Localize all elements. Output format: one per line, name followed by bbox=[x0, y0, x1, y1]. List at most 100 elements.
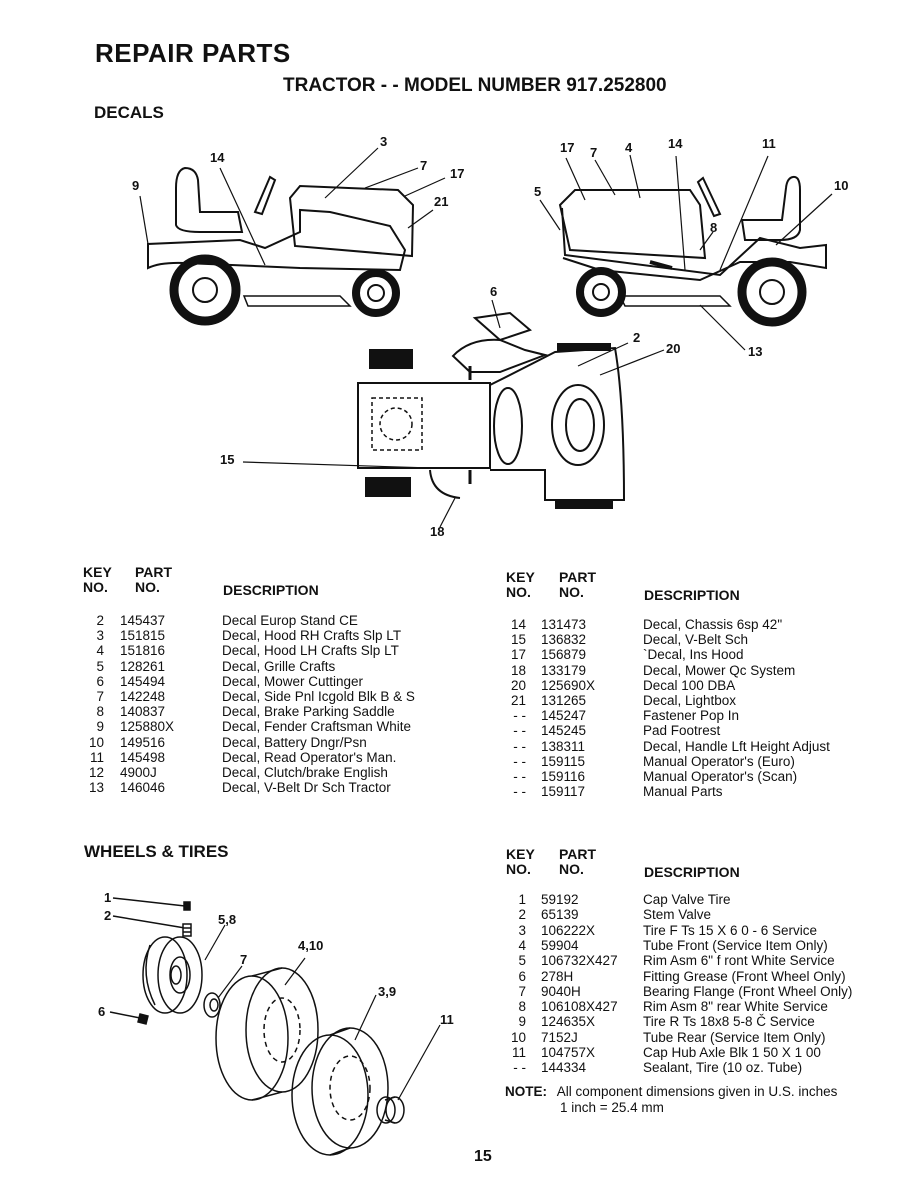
page-subtitle: TRACTOR - - MODEL NUMBER 917.252800 bbox=[283, 75, 667, 96]
part-number: 138311 bbox=[541, 738, 586, 754]
part-description: Decal, Hood LH Crafts Slp LT bbox=[222, 643, 399, 659]
part-description: Decal, Side Pnl Icgold Blk B & S bbox=[222, 689, 415, 704]
part-description: Decal, Chassis 6sp 42" bbox=[643, 617, 783, 632]
wheel-callout-6: 6 bbox=[98, 1004, 105, 1019]
part-number: 136832 bbox=[541, 632, 587, 648]
key-number: 6 bbox=[96, 673, 104, 689]
callout-14-right: 14 bbox=[668, 136, 683, 151]
part-number: 145245 bbox=[541, 723, 587, 739]
decal-leader-lines bbox=[139, 147, 833, 528]
part-description: Decal, Mower Qc System bbox=[643, 662, 796, 678]
dimensions-note: NOTE: All component dimensions given in … bbox=[505, 1084, 837, 1116]
part-number: 133179 bbox=[541, 662, 587, 678]
part-number: 4900J bbox=[120, 765, 157, 780]
callout-6: 6 bbox=[490, 284, 497, 299]
part-number: 140837 bbox=[120, 704, 166, 720]
part-description: Fitting Grease (Front Wheel Only) bbox=[643, 968, 846, 984]
part-number: 145498 bbox=[120, 749, 166, 765]
part-description: Cap Hub Axle Blk 1 50 X 1 00 bbox=[643, 1045, 821, 1060]
part-number: 145494 bbox=[120, 673, 166, 689]
key-number: 10 bbox=[510, 1029, 526, 1045]
key-number: - - bbox=[513, 1060, 526, 1076]
part-number: 125880X bbox=[120, 719, 175, 735]
callout-7-right: 7 bbox=[590, 145, 597, 160]
callout-17: 17 bbox=[450, 166, 464, 181]
key-number: 12 bbox=[88, 765, 104, 780]
wheel-callout-5-8: 5,8 bbox=[218, 912, 236, 927]
part-description: Decal, Handle Lft Height Adjust bbox=[643, 738, 830, 754]
key-number: 8 bbox=[96, 704, 104, 720]
key-number: - - bbox=[513, 753, 526, 769]
mower-deck-illustration bbox=[357, 311, 626, 509]
part-number: 9040H bbox=[541, 983, 581, 999]
part-number: 128261 bbox=[120, 658, 166, 674]
part-number: 159115 bbox=[541, 753, 586, 769]
decals-right-desc-header: DESCRIPTION bbox=[644, 587, 740, 603]
key-number: 9 bbox=[96, 719, 104, 735]
callout-3: 3 bbox=[380, 134, 387, 149]
part-number: 149516 bbox=[120, 734, 166, 750]
part-description: Decal, Read Operator's Man. bbox=[222, 749, 397, 765]
part-description: Decal, V-Belt Sch bbox=[643, 632, 749, 648]
key-number: 7 bbox=[518, 983, 526, 999]
wheels-heading: WHEELS & TIRES bbox=[84, 842, 229, 861]
callout-15: 15 bbox=[220, 452, 234, 467]
key-number: 1 bbox=[518, 892, 526, 907]
part-description: Decal Europ Stand CE bbox=[222, 613, 358, 628]
part-description: Fastener Pop In bbox=[643, 708, 740, 724]
part-number: 106108X427 bbox=[541, 999, 618, 1015]
part-description: Decal, Grille Crafts bbox=[222, 658, 336, 674]
part-description: Stem Valve bbox=[643, 907, 712, 923]
part-description: Rim Asm 8" rear White Service bbox=[643, 999, 828, 1015]
part-number: 104757X bbox=[541, 1045, 596, 1060]
key-number: 3 bbox=[518, 922, 526, 938]
part-description: Decal, Clutch/brake English bbox=[222, 765, 388, 780]
key-number: - - bbox=[513, 708, 526, 724]
key-number: - - bbox=[513, 723, 526, 739]
key-number: 15 bbox=[510, 632, 526, 648]
callout-20: 20 bbox=[666, 341, 680, 356]
part-number: 106222X bbox=[541, 922, 596, 938]
decals-diagram: 3 14 7 17 9 21 17 7 4 14 11 5 10 8 6 2 2… bbox=[132, 134, 848, 539]
tractor-right-illustration bbox=[558, 175, 827, 327]
wheels-diagram: 1 2 5,8 4,10 7 3,9 11 6 bbox=[98, 890, 454, 1156]
key-number: 2 bbox=[518, 907, 526, 923]
wheel-callout-numbers: 1 2 5,8 4,10 7 3,9 11 6 bbox=[98, 890, 454, 1027]
part-description: `Decal, Ins Hood bbox=[643, 647, 744, 663]
decals-left-desc-header: DESCRIPTION bbox=[223, 582, 319, 598]
tractor-left-illustration bbox=[147, 166, 415, 326]
callout-8: 8 bbox=[710, 220, 717, 235]
part-description: Decal, Brake Parking Saddle bbox=[222, 704, 395, 720]
wheel-callout-1: 1 bbox=[104, 890, 111, 905]
key-number: 3 bbox=[96, 628, 104, 644]
callout-18: 18 bbox=[430, 524, 444, 539]
key-number: 5 bbox=[96, 658, 104, 674]
part-number: 125690X bbox=[541, 677, 596, 693]
part-number: 131473 bbox=[541, 617, 587, 632]
part-description: Cap Valve Tire bbox=[643, 892, 731, 907]
key-number: 2 bbox=[96, 613, 104, 628]
wheel-callout-2: 2 bbox=[104, 908, 111, 923]
part-number: 131265 bbox=[541, 693, 587, 708]
key-number: 21 bbox=[510, 693, 526, 708]
part-number: 59192 bbox=[541, 892, 579, 907]
part-number: 144334 bbox=[541, 1060, 587, 1076]
part-description: Tire R Ts 18x8 5-8 Č Service bbox=[643, 1014, 815, 1030]
note-line1: All component dimensions given in U.S. i… bbox=[556, 1084, 838, 1099]
callout-10: 10 bbox=[834, 178, 848, 193]
part-description: Decal, Fender Craftsman White bbox=[222, 719, 412, 735]
part-number: 159117 bbox=[541, 784, 586, 800]
note-label: NOTE: bbox=[505, 1084, 547, 1099]
part-description: Manual Parts bbox=[643, 784, 723, 800]
part-description: Bearing Flange (Front Wheel Only) bbox=[643, 983, 853, 999]
key-number: 5 bbox=[518, 953, 526, 969]
part-description: Pad Footrest bbox=[643, 723, 721, 739]
part-description: Decal, Battery Dngr/Psn bbox=[222, 734, 367, 750]
key-number: 4 bbox=[518, 937, 526, 953]
callout-2: 2 bbox=[633, 330, 640, 345]
page-title: REPAIR PARTS bbox=[95, 38, 291, 68]
part-number: 7152J bbox=[541, 1029, 578, 1045]
